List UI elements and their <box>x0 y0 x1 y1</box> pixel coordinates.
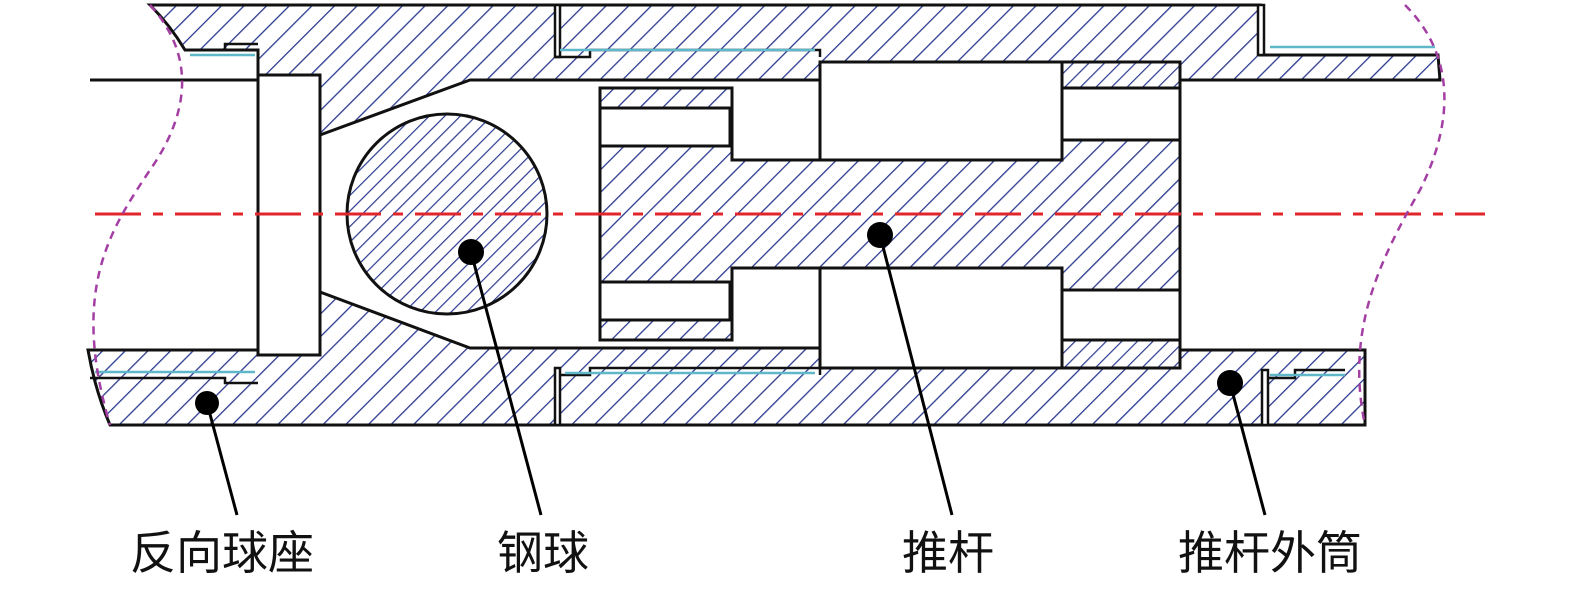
leader-push-rod-outer-tube <box>1217 370 1267 516</box>
bottom-thread-joints <box>90 366 1345 427</box>
label-steel-ball: 钢球 <box>497 526 589 580</box>
label-reverse-ball-seat: 反向球座 <box>130 526 314 580</box>
push-rod-body <box>598 60 1182 370</box>
break-lines <box>92 4 1446 426</box>
leader-push-rod <box>867 222 954 516</box>
leader-steel-ball <box>458 239 543 516</box>
outer-tube-top-wall <box>146 3 1442 138</box>
label-push-rod-outer-tube: 推杆外筒 <box>1178 526 1362 580</box>
label-push-rod: 推杆 <box>902 526 994 580</box>
leader-reverse-ball-seat <box>195 391 239 516</box>
top-thread-joints <box>185 3 1435 59</box>
